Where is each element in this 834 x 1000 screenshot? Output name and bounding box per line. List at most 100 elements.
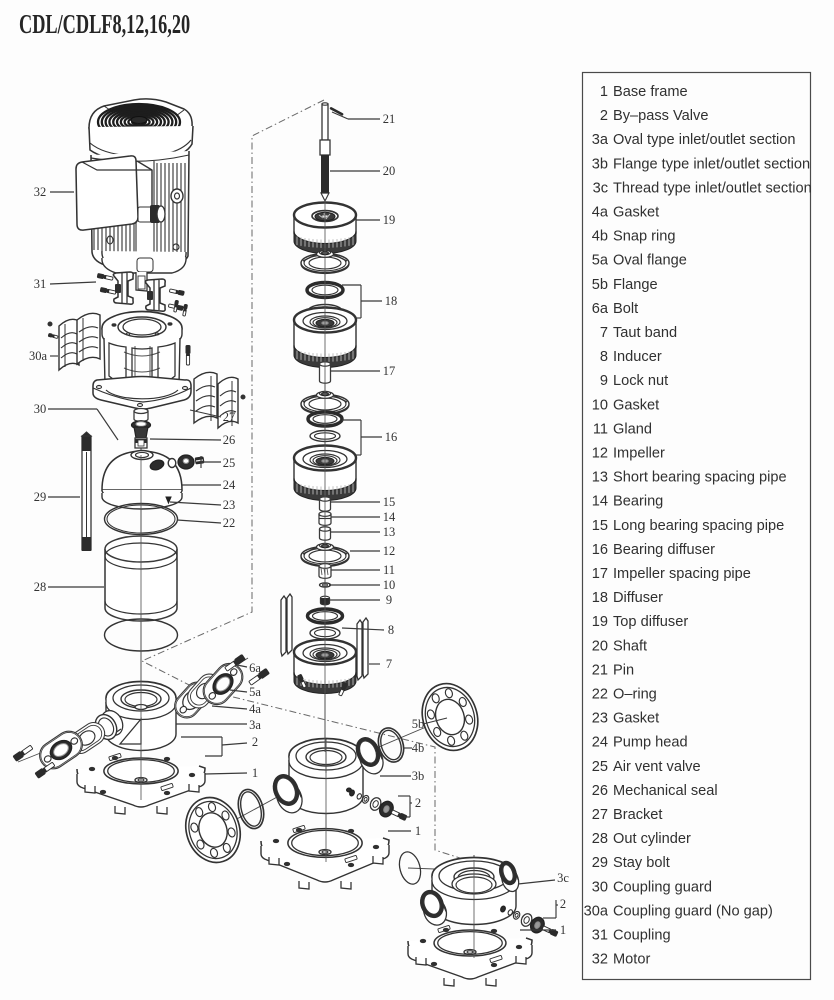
svg-text:Shaft: Shaft — [613, 638, 647, 654]
svg-text:26: 26 — [223, 433, 236, 447]
svg-text:1: 1 — [415, 824, 421, 838]
svg-text:30: 30 — [34, 402, 47, 416]
svg-text:1: 1 — [252, 766, 258, 780]
svg-text:11: 11 — [593, 421, 608, 437]
svg-text:27: 27 — [592, 807, 608, 823]
svg-text:Pin: Pin — [613, 662, 634, 678]
svg-text:Coupling: Coupling — [613, 928, 671, 944]
svg-text:2: 2 — [252, 735, 258, 749]
svg-text:4b: 4b — [592, 229, 608, 245]
svg-text:4b: 4b — [412, 741, 425, 755]
svg-text:Flange type inlet/outlet secti: Flange type inlet/outlet section — [613, 156, 810, 172]
svg-text:By–pass Valve: By–pass Valve — [613, 108, 708, 124]
svg-text:CDL/CDLF8,12,16,20: CDL/CDLF8,12,16,20 — [19, 9, 190, 40]
svg-text:21: 21 — [383, 112, 396, 126]
svg-text:17: 17 — [592, 566, 608, 582]
svg-text:1: 1 — [600, 84, 608, 100]
svg-text:16: 16 — [592, 542, 608, 558]
svg-text:21: 21 — [592, 662, 608, 678]
svg-text:13: 13 — [592, 470, 608, 486]
svg-text:Pump head: Pump head — [613, 735, 688, 751]
svg-text:6a: 6a — [592, 301, 609, 317]
svg-text:19: 19 — [383, 213, 396, 227]
svg-text:30a: 30a — [29, 349, 48, 363]
svg-text:Base frame: Base frame — [613, 84, 688, 100]
svg-text:8: 8 — [600, 349, 608, 365]
svg-text:Out cylinder: Out cylinder — [613, 831, 691, 847]
svg-text:Gasket: Gasket — [613, 711, 659, 727]
svg-text:29: 29 — [592, 855, 608, 871]
svg-text:10: 10 — [383, 578, 396, 592]
svg-text:7: 7 — [386, 657, 392, 671]
svg-text:Mechanical seal: Mechanical seal — [613, 783, 718, 799]
svg-text:28: 28 — [592, 831, 608, 847]
svg-text:27: 27 — [223, 410, 236, 424]
svg-text:3c: 3c — [593, 180, 608, 196]
svg-text:Bearing diffuser: Bearing diffuser — [613, 542, 715, 558]
svg-text:Coupling guard (No gap): Coupling guard (No gap) — [613, 903, 773, 919]
svg-text:Air vent valve: Air vent valve — [613, 759, 701, 775]
svg-text:32: 32 — [592, 952, 608, 968]
svg-text:Long bearing spacing pipe: Long bearing spacing pipe — [613, 518, 784, 534]
svg-text:29: 29 — [34, 490, 47, 504]
svg-text:6a: 6a — [249, 661, 261, 675]
svg-text:22: 22 — [592, 687, 608, 703]
svg-text:14: 14 — [383, 510, 396, 524]
svg-text:3c: 3c — [557, 871, 569, 885]
svg-text:12: 12 — [592, 446, 608, 462]
svg-text:2: 2 — [600, 108, 608, 124]
svg-text:Coupling guard: Coupling guard — [613, 879, 712, 895]
svg-text:Gasket: Gasket — [613, 205, 659, 221]
svg-text:17: 17 — [383, 364, 396, 378]
svg-text:4a: 4a — [592, 205, 609, 221]
svg-text:32: 32 — [34, 185, 47, 199]
svg-text:Gasket: Gasket — [613, 397, 659, 413]
svg-text:Bolt: Bolt — [613, 301, 638, 317]
svg-text:Short bearing spacing pipe: Short bearing spacing pipe — [613, 470, 787, 486]
svg-text:25: 25 — [223, 456, 236, 470]
svg-text:12: 12 — [383, 544, 396, 558]
svg-text:Oval type inlet/outlet section: Oval type inlet/outlet section — [613, 132, 796, 148]
svg-text:8: 8 — [388, 623, 394, 637]
svg-text:9: 9 — [386, 593, 392, 607]
svg-text:Lock nut: Lock nut — [613, 373, 668, 389]
svg-text:Taut band: Taut band — [613, 325, 677, 341]
svg-text:4a: 4a — [249, 702, 261, 716]
svg-text:13: 13 — [383, 525, 396, 539]
svg-text:22: 22 — [223, 516, 236, 530]
svg-text:Oval flange: Oval flange — [613, 253, 687, 269]
svg-text:19: 19 — [592, 614, 608, 630]
svg-text:11: 11 — [383, 563, 395, 577]
svg-text:23: 23 — [223, 498, 236, 512]
svg-text:O–ring: O–ring — [613, 687, 657, 703]
svg-text:Impeller spacing pipe: Impeller spacing pipe — [613, 566, 751, 582]
svg-text:16: 16 — [385, 430, 398, 444]
svg-text:Flange: Flange — [613, 277, 658, 293]
svg-text:5a: 5a — [249, 685, 261, 699]
svg-text:5a: 5a — [592, 253, 609, 269]
svg-text:15: 15 — [592, 518, 608, 534]
svg-text:30: 30 — [592, 879, 608, 895]
svg-text:Gland: Gland — [613, 421, 652, 437]
svg-text:28: 28 — [34, 580, 47, 594]
svg-text:7: 7 — [600, 325, 608, 341]
svg-text:Top diffuser: Top diffuser — [613, 614, 688, 630]
svg-text:23: 23 — [592, 711, 608, 727]
svg-text:3a: 3a — [592, 132, 609, 148]
svg-text:20: 20 — [383, 164, 396, 178]
svg-text:20: 20 — [592, 638, 608, 654]
svg-text:5b: 5b — [592, 277, 608, 293]
svg-text:Impeller: Impeller — [613, 446, 665, 462]
svg-text:10: 10 — [592, 397, 608, 413]
svg-text:Diffuser: Diffuser — [613, 590, 663, 606]
svg-text:3a: 3a — [249, 718, 261, 732]
svg-text:2: 2 — [415, 796, 421, 810]
svg-text:Bracket: Bracket — [613, 807, 662, 823]
svg-text:3b: 3b — [592, 156, 608, 172]
svg-text:Bearing: Bearing — [613, 494, 663, 510]
svg-text:9: 9 — [600, 373, 608, 389]
svg-text:Inducer: Inducer — [613, 349, 662, 365]
svg-text:Motor: Motor — [613, 952, 650, 968]
svg-text:Thread type inlet/outlet secti: Thread type inlet/outlet section — [613, 180, 812, 196]
svg-text:3b: 3b — [412, 769, 425, 783]
